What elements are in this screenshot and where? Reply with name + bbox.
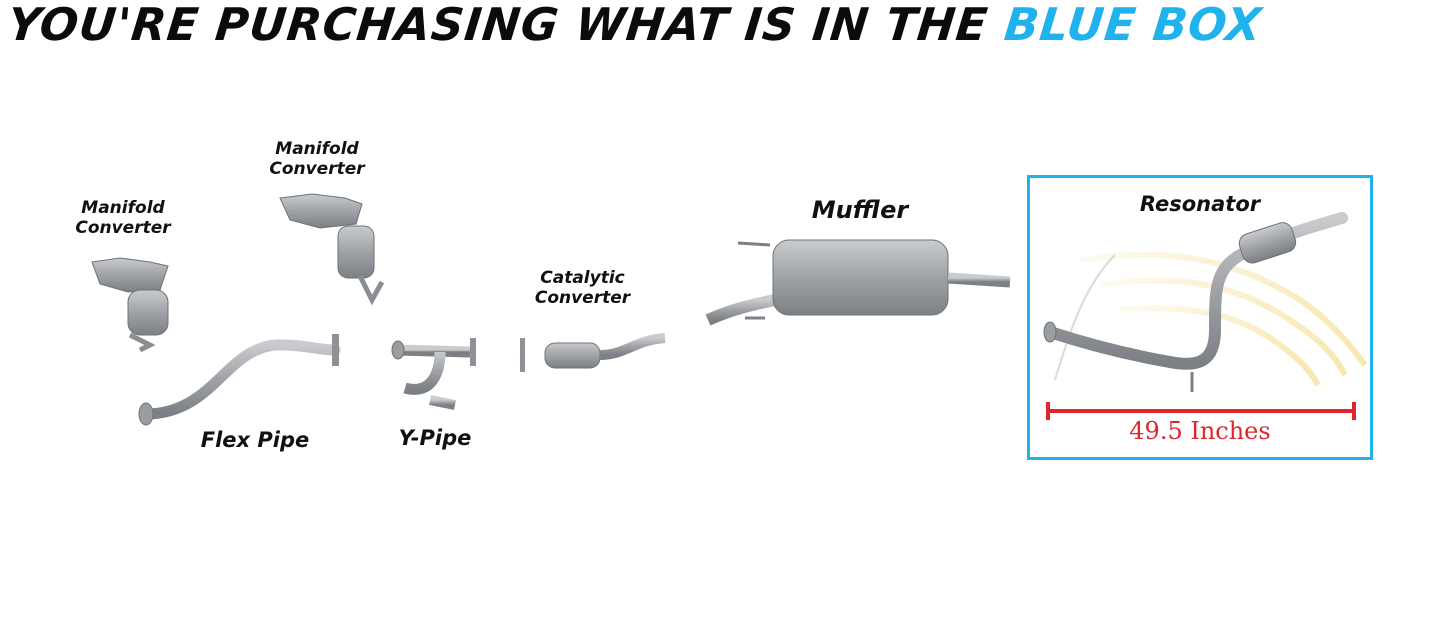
label-muffler: Muffler [811, 196, 909, 224]
label-y-pipe: Y-Pipe [398, 426, 472, 450]
label-flex-pipe: Flex Pipe [200, 428, 310, 452]
manifold-converter-right-part [279, 193, 385, 306]
resonator-part [1043, 212, 1348, 392]
muffler-part [705, 239, 1011, 326]
measurement-label: 49.5 Inches [1129, 417, 1271, 445]
label-line: Converter [534, 288, 631, 309]
label-line: Manifold [275, 139, 359, 159]
y-pipe-part [391, 338, 476, 410]
label-line: Manifold [81, 198, 165, 218]
label-catalytic-converter: Catalytic Converter [520, 268, 645, 309]
label-line: Catalytic [540, 268, 625, 288]
label-manifold-converter-left: Manifold Converter [68, 198, 178, 239]
label-line: Converter [269, 159, 365, 180]
catalytic-converter-part [520, 333, 666, 372]
resonator-decoration [1054, 251, 1368, 387]
manifold-converter-left-part [91, 257, 169, 353]
label-resonator: Resonator [1139, 192, 1261, 216]
label-line: Converter [75, 218, 171, 239]
flex-pipe-part [138, 334, 341, 426]
label-manifold-converter-right: Manifold Converter [262, 139, 372, 180]
measurement-bar [1046, 402, 1356, 420]
